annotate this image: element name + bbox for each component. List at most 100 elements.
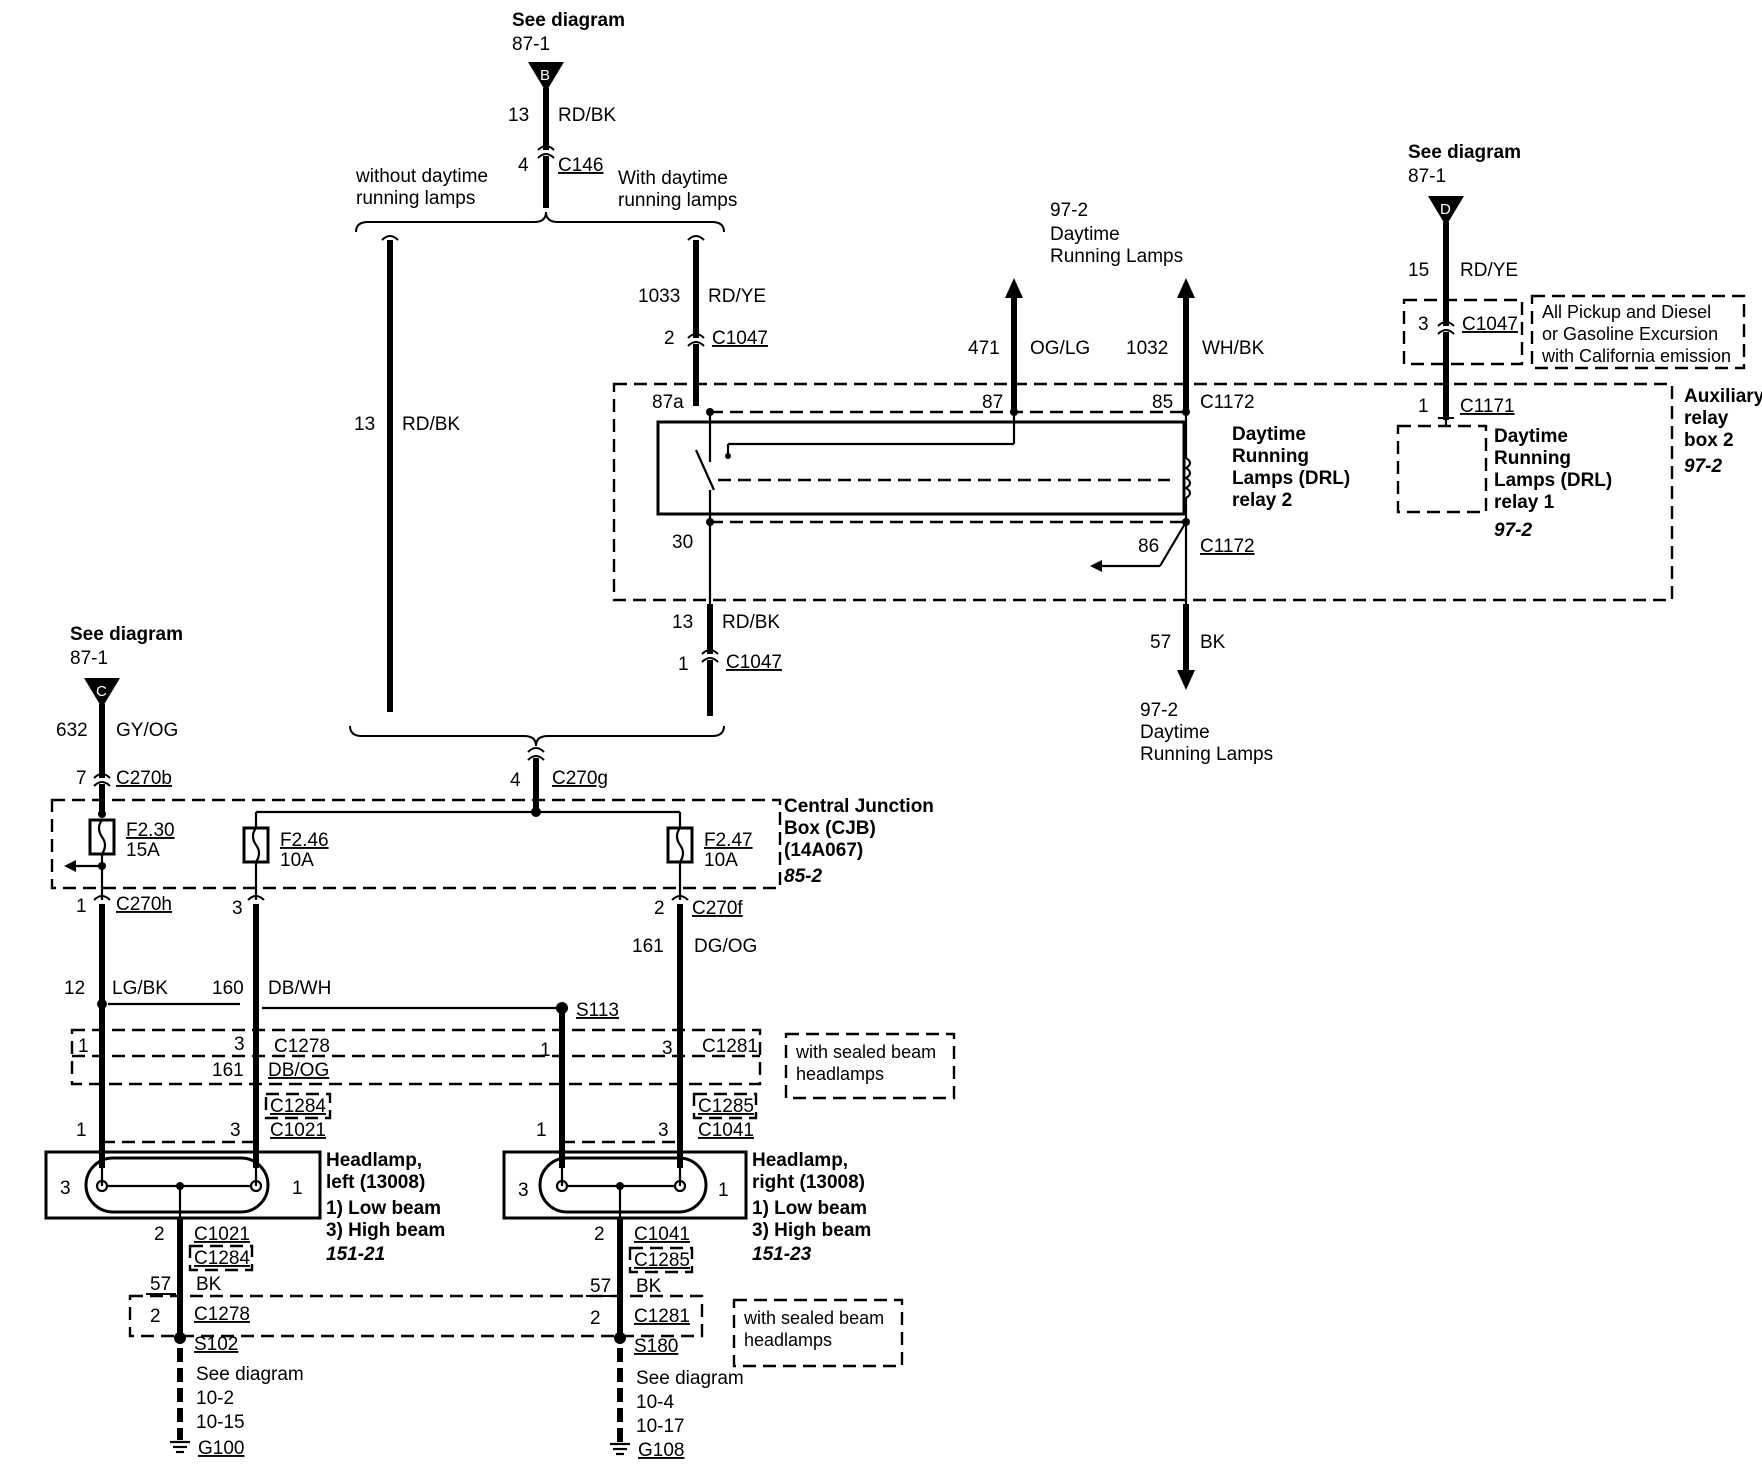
source-b-letter: B [540, 67, 550, 84]
drl-input-pin: 2 [664, 328, 675, 349]
sealed-top-note-line2: headlamps [796, 1064, 884, 1084]
f230-top-dot [98, 810, 106, 818]
headlamp-right-bulb-icon [538, 1156, 708, 1214]
relay2-pin-85-label: 85 [1152, 392, 1173, 413]
sealed-top-box [70, 1028, 762, 1086]
c270h-pin: 1 [76, 896, 87, 917]
relay2-name-line4: relay 2 [1232, 490, 1292, 511]
fuse-f246-id: F2.46 [280, 830, 329, 851]
relay2-pin-86-label: 86 [1138, 536, 1159, 557]
relay2-pin-87a-label: 87a [652, 392, 684, 413]
source-d-color: RD/YE [1460, 260, 1518, 281]
source-d-circuit: 15 [1408, 260, 1429, 281]
source-d-note-line1: All Pickup and Diesel [1542, 302, 1711, 322]
cjb-name-line1: Central Junction [784, 796, 934, 817]
left-pin3: 3 [230, 1120, 241, 1141]
ground-out-label-line1: Daytime [1140, 722, 1210, 743]
cjb-ref: 85-2 [784, 866, 822, 887]
left-sealed-pin: 2 [150, 1306, 161, 1327]
c270g-connector: C270g [552, 768, 608, 789]
c1047-upper-b [687, 341, 705, 347]
right-side-pin1: 1 [718, 1180, 729, 1201]
right-pin2: 2 [594, 1224, 605, 1245]
c270b-pin: 7 [76, 768, 87, 789]
relay2-name-line2: Running [1232, 446, 1309, 467]
left-conn-b: C1021 [270, 1120, 326, 1141]
right-see-ref-1: 10-4 [636, 1392, 674, 1413]
aux-relay-box-name-line2: relay [1684, 408, 1729, 429]
ground-out-ref: 97-2 [1140, 700, 1178, 721]
ground-out-label-line2: Running Lamps [1140, 744, 1273, 765]
relay1-name-line4: relay 1 [1494, 492, 1555, 513]
relay2-name-line3: Lamps (DRL) [1232, 468, 1350, 489]
bypass-circuit: 13 [354, 414, 375, 435]
source-c-arrow-icon [84, 678, 120, 708]
headlamp-left-name-line2: left (13008) [326, 1172, 425, 1193]
c270-mid-a [247, 895, 265, 901]
relay2-86-branch [1159, 521, 1187, 567]
s180-label: S180 [634, 1336, 678, 1357]
cjb-box [50, 798, 782, 890]
source-d-note-line3: with California emission [1541, 346, 1731, 366]
left-side-pin3: 3 [60, 1178, 71, 1199]
headlamp-right-box [502, 1150, 748, 1220]
left-see-label: See diagram [196, 1364, 304, 1385]
left-pin1: 1 [76, 1120, 87, 1141]
c1047-d-a [1437, 321, 1455, 327]
headlamp-left-beam3: 3) High beam [326, 1220, 445, 1241]
left-see-ref-2: 10-15 [196, 1412, 245, 1433]
right-see-ref-2: 10-17 [636, 1416, 685, 1437]
c270g-a [527, 747, 545, 753]
dgog-color: DG/OG [694, 936, 757, 957]
relay1-name-line2: Running [1494, 448, 1571, 469]
headlamp-right-name-line1: Headlamp, [752, 1150, 848, 1171]
relay2-pin-87-label: 87 [982, 392, 1003, 413]
wire-1032-circuit: 1032 [1126, 338, 1168, 359]
dbog-color: DB/OG [268, 1060, 329, 1081]
c270b-b [93, 781, 111, 787]
left-gnd-color: BK [196, 1274, 222, 1295]
source-b-see-label: See diagram [512, 10, 625, 31]
sealed-r-pin3: 3 [662, 1038, 673, 1059]
sealed-top-note-line1: with sealed beam [795, 1042, 936, 1062]
c1284-box [264, 1092, 332, 1120]
c270h-connector: C270h [116, 894, 172, 915]
relay2-switch-arm [694, 449, 716, 491]
headlamp-left-ref: 151-21 [326, 1244, 385, 1265]
right-see-label: See diagram [636, 1368, 744, 1389]
dbog-circuit: 161 [212, 1060, 244, 1081]
sealed-bottom-box [128, 1294, 704, 1338]
left-side-pin1: 1 [292, 1178, 303, 1199]
s113-label: S113 [576, 1000, 619, 1021]
left-gnd-conn-b: C1284 [194, 1248, 250, 1269]
sealed-l-connector: C1278 [274, 1036, 330, 1057]
g100-label: G100 [198, 1438, 244, 1459]
relay2-connector-bottom: C1172 [1200, 536, 1255, 557]
aux-relay-box-name-line3: box 2 [1684, 430, 1734, 451]
drl-input-connector-top [687, 235, 705, 241]
right-conn-b: C1041 [698, 1120, 754, 1141]
ground-out-arrow-icon [1177, 670, 1195, 690]
sealed-r-connector: C1281 [702, 1036, 758, 1057]
source-c-circuit: 632 [56, 720, 88, 741]
source-d-note-line2: or Gasoline Excursion [1542, 324, 1718, 344]
option-with-drl-line1: With daytime [618, 168, 728, 189]
fuse-f247-id: F2.47 [704, 830, 753, 851]
source-b-circuit: 13 [508, 105, 529, 126]
option-without-drl-line1: without daytime [355, 166, 488, 187]
c1047-d-option-box [1402, 298, 1524, 366]
c270b-a [93, 773, 111, 779]
headlamp-right-ref: 151-23 [752, 1244, 812, 1265]
drl-output-circuit: 13 [672, 612, 693, 633]
right-gnd-conn-b-box [628, 1246, 694, 1274]
fuse-f246-element [251, 827, 261, 863]
c146-connector: C146 [558, 155, 603, 176]
dbwh-circuit: 160 [212, 978, 244, 999]
source-d-pin: 3 [1418, 314, 1429, 335]
drl-input-connector: C1047 [712, 328, 768, 349]
c270g-b [527, 755, 545, 761]
fuse-f230-id: F2.30 [126, 820, 175, 841]
left-sealed-conn: C1278 [194, 1304, 250, 1325]
option-bracket-bottom [349, 725, 725, 747]
right-gnd-color: BK [636, 1276, 662, 1297]
